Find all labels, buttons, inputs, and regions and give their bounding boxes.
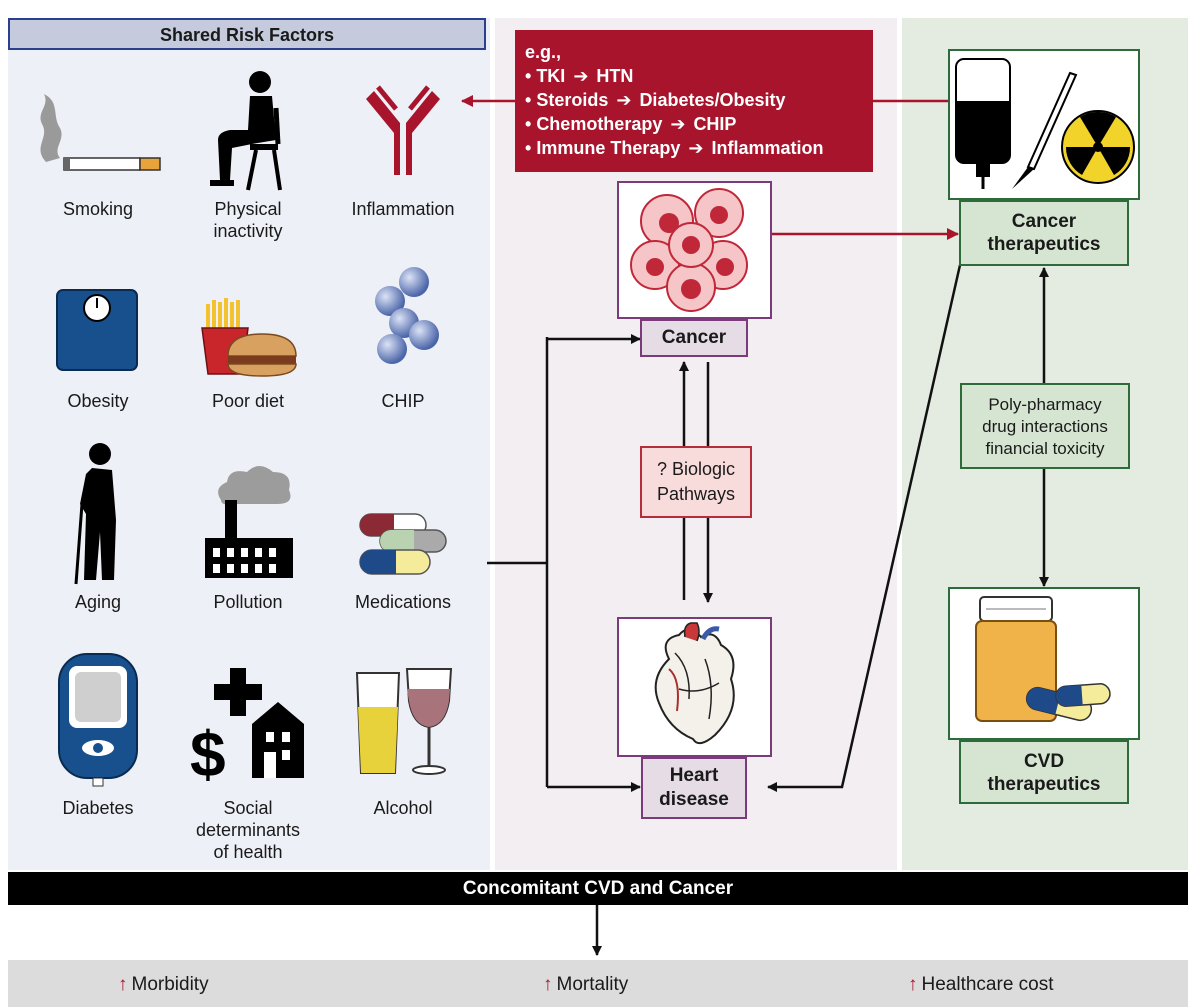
risk-label-pollution: Pollution xyxy=(213,592,283,612)
social-determinants-icon: $ xyxy=(190,668,304,781)
pill-bottle-icon xyxy=(975,596,1111,722)
risk-label-medications: Medications xyxy=(354,592,452,612)
risk-label-physical-inactivity: Physical inactivity xyxy=(213,199,283,241)
therapy-examples-box: e.g., • TKI➔HTN • Steroids➔Diabetes/Obes… xyxy=(515,30,873,172)
heart-disease-label: Heart disease xyxy=(641,757,747,819)
concomitant-banner: Concomitant CVD and Cancer xyxy=(8,872,1188,905)
biologic-pathways-box: ? Biologic Pathways xyxy=(640,446,752,518)
outcomes-bar xyxy=(8,960,1188,1007)
example-line: • TKI➔HTN xyxy=(525,66,634,86)
antibody-icon xyxy=(366,85,440,175)
up-arrow-icon: ↑ xyxy=(118,974,128,995)
risk-label-diabetes: Diabetes xyxy=(62,798,134,818)
cvd-therapeutics-image-box xyxy=(948,587,1140,740)
outcome-healthcare-cost: ↑Healthcare cost xyxy=(908,974,1054,995)
svg-text:$: $ xyxy=(190,718,226,781)
cancer-cells-icon xyxy=(630,188,748,312)
cancer-therapy-icons xyxy=(955,58,1135,189)
sitting-person-icon xyxy=(210,71,282,191)
poly-pharmacy-box: Poly-pharmacy drug interactions financia… xyxy=(960,383,1130,469)
cell-cluster-icon xyxy=(375,267,439,364)
outcome-morbidity: ↑Morbidity xyxy=(118,974,209,995)
cancer-therapeutics-image-box xyxy=(948,49,1140,200)
outcome-mortality: ↑Mortality xyxy=(543,974,629,995)
cancer-therapeutics-label: Cancer therapeutics xyxy=(959,200,1129,266)
cigarette-icon xyxy=(40,94,161,171)
risk-label-obesity: Obesity xyxy=(67,391,129,411)
fast-food-icon xyxy=(201,298,297,377)
pills-icon xyxy=(359,513,447,575)
risk-label-poor-diet: Poor diet xyxy=(211,391,285,411)
arrow-right-icon: ➔ xyxy=(616,90,632,110)
example-line: • Immune Therapy➔Inflammation xyxy=(525,138,824,158)
arrow-right-icon: ➔ xyxy=(670,114,686,134)
cancer-image-box xyxy=(617,181,772,319)
cvd-therapeutics-label: CVD therapeutics xyxy=(959,740,1129,804)
risk-label-smoking: Smoking xyxy=(62,199,134,219)
risk-label-aging: Aging xyxy=(74,592,122,612)
heart-icon xyxy=(654,622,735,745)
glucometer-icon xyxy=(58,653,138,787)
shared-risk-header: Shared Risk Factors xyxy=(8,18,486,50)
example-line: • Steroids➔Diabetes/Obesity xyxy=(525,90,786,110)
risk-label-chip: CHIP xyxy=(381,391,425,411)
risk-label-inflammation: Inflammation xyxy=(351,199,455,219)
risk-label-social-determinants: Social determinants of health xyxy=(195,798,301,862)
factory-icon xyxy=(205,466,293,578)
cancer-label: Cancer xyxy=(640,319,748,357)
scale-icon xyxy=(56,289,138,371)
up-arrow-icon: ↑ xyxy=(908,974,918,995)
examples-heading: e.g., xyxy=(525,42,562,62)
arrow-right-icon: ➔ xyxy=(573,66,589,86)
arrow-right-icon: ➔ xyxy=(688,138,704,158)
elderly-person-icon xyxy=(74,443,116,585)
example-line: • Chemotherapy➔CHIP xyxy=(525,114,737,134)
risk-label-alcohol: Alcohol xyxy=(373,798,433,818)
drinks-icon xyxy=(355,668,453,775)
heart-image-box xyxy=(617,617,772,757)
up-arrow-icon: ↑ xyxy=(543,974,553,995)
